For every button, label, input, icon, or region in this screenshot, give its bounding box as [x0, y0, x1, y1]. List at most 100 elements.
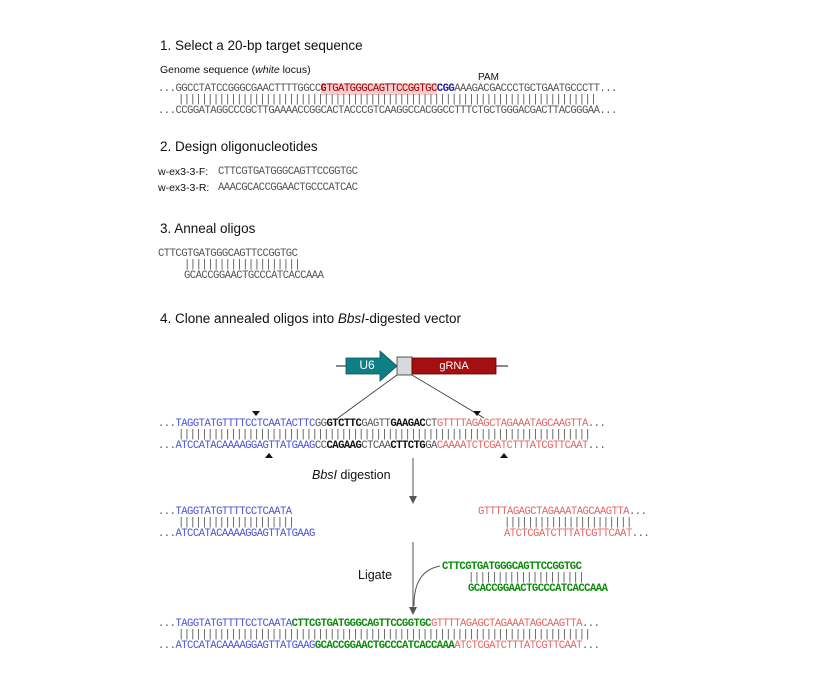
insert-top-strand: CTTCGTGATGGGCAGTTCCGGTGC	[442, 561, 582, 573]
vector-top-suffix: ...	[587, 418, 606, 430]
ligate-label: Ligate	[358, 568, 393, 582]
digestion-label: BbsI digestion	[312, 468, 391, 482]
genome-label: Genome sequence (white locus)	[160, 64, 311, 76]
insert-curved-arrow	[413, 565, 441, 607]
genome-pam-sequence: CGG	[436, 83, 455, 95]
vector-pairing-bars: ||||||||||||||||||||||||||||||||||||||||…	[178, 429, 591, 441]
genome-bottom-seq: CCGGATAGGCCCGCTTGAAAACCGGCACTACCCGTCAAGG…	[175, 105, 600, 117]
final-bottom-prefix: ...	[158, 640, 176, 652]
digest-left-top-seq: TAGGTATGTTTTCCTCAATA	[175, 506, 292, 518]
vector-bottom-prefix: ...	[158, 440, 176, 452]
oligo-r-sequence: AAACGCACCGGAACTGCCCATCAC	[218, 182, 358, 194]
final-top-suffix: ...	[581, 618, 600, 630]
genome-bottom-suffix: ...	[599, 105, 617, 117]
genome-top-g: G	[320, 83, 327, 95]
zoom-line-left	[337, 374, 398, 419]
digest-left-top-prefix: ...	[158, 506, 176, 518]
vector-top-left: TAGGTATGTTTTCCTCAATACTTC	[175, 418, 315, 430]
genome-top-before: GGCCTATCCGGGCGAACTTTTGGCC	[175, 83, 321, 95]
vector-top-bbsi-site-2: GAAGAC	[390, 418, 426, 430]
pam-label: PAM	[478, 72, 499, 83]
cut-marker-top-left	[252, 411, 260, 416]
cut-marker-bottom-right	[500, 453, 508, 458]
digest-left-top-strand: ...TAGGTATGTTTTCCTCAATA	[158, 506, 292, 518]
digest-left-bottom-prefix: ...	[158, 528, 176, 540]
vector-top-right: GTTTTAGAGCTAGAAATAGCAAGTTA	[436, 418, 589, 430]
oligo-r-name: w-ex3-3-R:	[158, 182, 210, 194]
final-bottom-strand: ...ATCCATACAAAAGGAGTTATGAAGGCACCGGAACTGC…	[158, 640, 600, 652]
genome-bottom-strand: ...CCGGATAGGCCCGCTTGAAAACCGGCACTACCCGTCA…	[158, 105, 617, 117]
genome-top-after: AAAGACGACCCTGCTGAATGCCCTT	[454, 83, 600, 95]
genome-top-strand: ...GGCCTATCCGGGCGAACTTTTGGCCGTGATGGGCAGT…	[158, 83, 617, 95]
vector-bottom-bbsi-site-1: CAGAAG	[326, 440, 362, 452]
final-bottom-right: ATCTCGATCTTTATCGTTCAAT	[454, 640, 582, 652]
genome-pairing-bars: ||||||||||||||||||||||||||||||||||||||||…	[178, 94, 597, 106]
zoom-line-right	[411, 374, 485, 419]
vector-bottom-right: CAAAATCTCGATCTTTATCGTTCAAT	[436, 440, 589, 452]
digestion-arrowhead	[409, 496, 417, 504]
digestion-label-post: digestion	[337, 468, 391, 482]
vector-top-a: GG	[314, 418, 327, 430]
digest-right-bars: ||||||||||||||||||||||	[504, 517, 632, 529]
oligo-f-sequence: CTTCGTGATGGGCAGTTCCGGTGC	[218, 166, 358, 178]
vector-top-prefix: ...	[158, 418, 176, 430]
anneal-top-strand: CTTCGTGATGGGCAGTTCCGGTGC	[158, 248, 298, 260]
final-bottom-insert: GCACCGGAACTGCCCATCACCAAA	[314, 640, 455, 652]
stuffer-box	[396, 356, 413, 376]
cut-marker-top-right	[473, 411, 481, 416]
vector-bottom-strand: ...ATCCATACAAAAGGAGTTATGAAGCCCAGAAGCTCAA…	[158, 440, 606, 452]
insert-bottom-strand: GCACCGGAACTGCCCATCACCAAA	[468, 583, 608, 595]
genome-label-post: locus)	[279, 64, 311, 76]
grna-label: gRNA	[439, 360, 469, 372]
insert-pairing-bars: ||||||||||||||||||||	[468, 572, 585, 584]
vector-bottom-suffix: ...	[587, 440, 606, 452]
final-pairing-bars: ||||||||||||||||||||||||||||||||||||||||…	[178, 629, 591, 641]
vector-bottom-a: CC	[314, 440, 327, 452]
genome-label-italic: white	[255, 64, 280, 76]
digest-right-top-seq: GTTTTAGAGCTAGAAATAGCAAGTTA	[478, 506, 630, 518]
digest-right-top-suffix: ...	[629, 506, 647, 518]
step-4-pre: 4. Clone annealed oligos into	[160, 311, 338, 326]
digest-right-bottom-suffix: ...	[631, 528, 650, 540]
final-top-right: GTTTTAGAGCTAGAAATAGCAAGTTA	[430, 618, 583, 630]
vector-bottom-c: GA	[425, 440, 437, 452]
oligo-f-name: w-ex3-3-F:	[158, 166, 209, 178]
genome-top-suffix: ...	[599, 83, 617, 95]
digestion-enzyme: BbsI	[312, 468, 338, 482]
vector-bottom-mid: CTCAA	[361, 440, 391, 452]
final-bottom-suffix: ...	[581, 640, 600, 652]
genome-target-sequence: TGATGGGCAGTTCCGGTGC	[326, 83, 437, 95]
cut-marker-bottom-left	[265, 453, 273, 458]
final-top-prefix: ...	[158, 618, 176, 630]
step-4-heading: 4. Clone annealed oligos into BbsI-diges…	[160, 311, 461, 326]
digest-right-bottom-seq: ATCTCGATCTTTATCGTTCAAT	[504, 528, 632, 540]
step-3-heading: 3. Anneal oligos	[160, 221, 256, 236]
u6-promoter-arrow	[345, 350, 398, 382]
vector-bottom-bbsi-site-2: CTTCTG	[390, 440, 426, 452]
anneal-bottom-strand: GCACCGGAACTGCCCATCACCAAA	[184, 270, 324, 282]
final-bottom-left: ATCCATACAAAAGGAGTTATGAAG	[175, 640, 315, 652]
vector-bottom-left: ATCCATACAAAAGGAGTTATGAAG	[175, 440, 315, 452]
digest-right-top-strand: GTTTTAGAGCTAGAAATAGCAAGTTA...	[478, 506, 647, 518]
grna-box	[411, 357, 497, 375]
anneal-pairing-bars: ||||||||||||||||||||	[184, 259, 301, 271]
ligate-arrowhead	[409, 607, 417, 615]
digest-left-bottom-seq: ATCCATACAAAAGGAGTTATGAAG	[175, 528, 315, 540]
u6-label: U6	[359, 358, 375, 372]
vector-top-c: CT	[425, 418, 437, 430]
digest-left-bars: ||||||||||||||||||||	[178, 517, 295, 529]
vector-top-strand: ...TAGGTATGTTTTCCTCAATACTTCGGGTCTTCGAGTT…	[158, 418, 606, 430]
genome-top-prefix: ...	[158, 83, 176, 95]
final-top-insert: CTTCGTGATGGGCAGTTCCGGTGC	[291, 618, 432, 630]
genome-bottom-prefix: ...	[158, 105, 176, 117]
vector-top-bbsi-site-1: GTCTTC	[326, 418, 362, 430]
step-4-post: -digested vector	[364, 311, 461, 326]
step-2-heading: 2. Design oligonucleotides	[160, 139, 318, 154]
step-4-enzyme: BbsI	[337, 311, 365, 326]
digest-left-bottom-strand: ...ATCCATACAAAAGGAGTTATGAAG	[158, 528, 315, 540]
step-1-heading: 1. Select a 20-bp target sequence	[160, 38, 363, 53]
genome-label-pre: Genome sequence (	[160, 64, 256, 76]
vector-top-mid: GAGTT	[361, 418, 391, 430]
final-top-strand: ...TAGGTATGTTTTCCTCAATACTTCGTGATGGGCAGTT…	[158, 618, 600, 630]
